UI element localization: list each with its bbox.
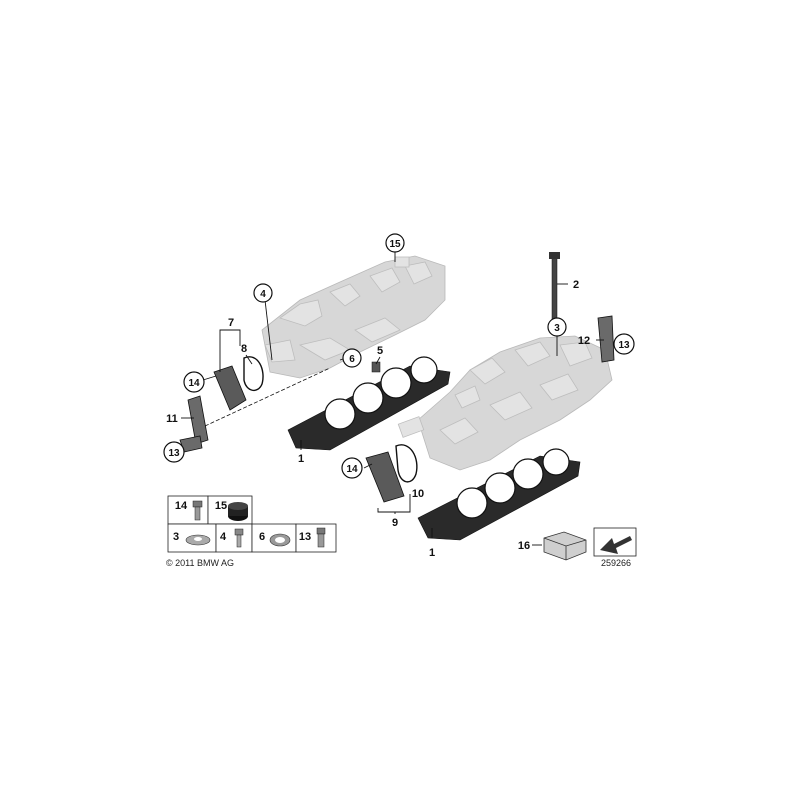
bracket-right <box>597 315 615 363</box>
legend-4: 4 <box>220 531 227 543</box>
callout-9: 9 <box>392 517 398 529</box>
callout-6-circle <box>342 348 362 368</box>
callout-13-left: 13 <box>168 448 180 459</box>
callout-13-left-circle <box>163 441 185 463</box>
callout-8: 8 <box>241 343 247 355</box>
callout-13-right: 13 <box>618 340 630 351</box>
callout-6: 6 <box>349 354 355 365</box>
callout-5: 5 <box>377 345 383 357</box>
legend-13: 13 <box>299 531 311 543</box>
callout-15: 15 <box>389 239 401 250</box>
callout-3-circle <box>547 317 567 337</box>
drawing-number: 259266 <box>601 558 631 568</box>
head-gasket-right <box>417 448 581 541</box>
copyright-text: © 2011 BMW AG <box>166 558 234 568</box>
bolt-icon-14 <box>192 500 203 521</box>
callout-10: 10 <box>412 488 424 500</box>
cover-plate-left <box>213 356 264 411</box>
callout-4: 4 <box>260 289 266 300</box>
legend-6: 6 <box>259 531 265 543</box>
small-bolt-5 <box>371 361 381 373</box>
leader-lines <box>181 251 604 538</box>
callout-11: 11 <box>166 413 178 425</box>
callout-14-mid: 14 <box>346 464 358 475</box>
callout-1-bottom: 1 <box>429 547 435 559</box>
stud-icon-4 <box>234 528 244 548</box>
bolt-icon-13 <box>316 527 326 548</box>
washer-icon-3 <box>185 534 211 546</box>
callout-7: 7 <box>228 317 234 329</box>
callout-13-right-circle <box>613 333 635 355</box>
legend-3: 3 <box>173 531 179 543</box>
callout-14-mid-circle <box>341 457 363 479</box>
head-gasket-left <box>287 356 451 451</box>
legend-15: 15 <box>215 500 227 512</box>
grommet-icon-15 <box>228 502 248 521</box>
bracket-left <box>179 395 209 453</box>
left-cylinder-head <box>261 255 446 379</box>
parts-legend-grid: 14 15 3 4 6 13 <box>167 495 337 553</box>
callout-2: 2 <box>573 279 579 291</box>
head-bolt <box>549 252 560 327</box>
gasket-set-16: 16 <box>518 531 587 561</box>
legend-14: 14 <box>175 500 188 512</box>
callouts: 15 4 7 8 6 5 14 11 13 1 2 3 12 13 <box>163 233 635 559</box>
right-cylinder-head <box>397 335 613 471</box>
callout-16: 16 <box>518 540 530 552</box>
reference-arrow-box: 259266 <box>593 527 637 568</box>
callout-1-top: 1 <box>298 453 304 465</box>
ring-icon-6 <box>269 533 291 547</box>
callout-3: 3 <box>554 323 560 334</box>
callout-4-circle <box>253 283 273 303</box>
callout-12: 12 <box>578 335 590 347</box>
cover-plate-right <box>365 444 418 503</box>
callout-14-left: 14 <box>188 378 200 389</box>
callout-15-circle <box>385 233 405 253</box>
callout-14-left-circle <box>183 371 205 393</box>
